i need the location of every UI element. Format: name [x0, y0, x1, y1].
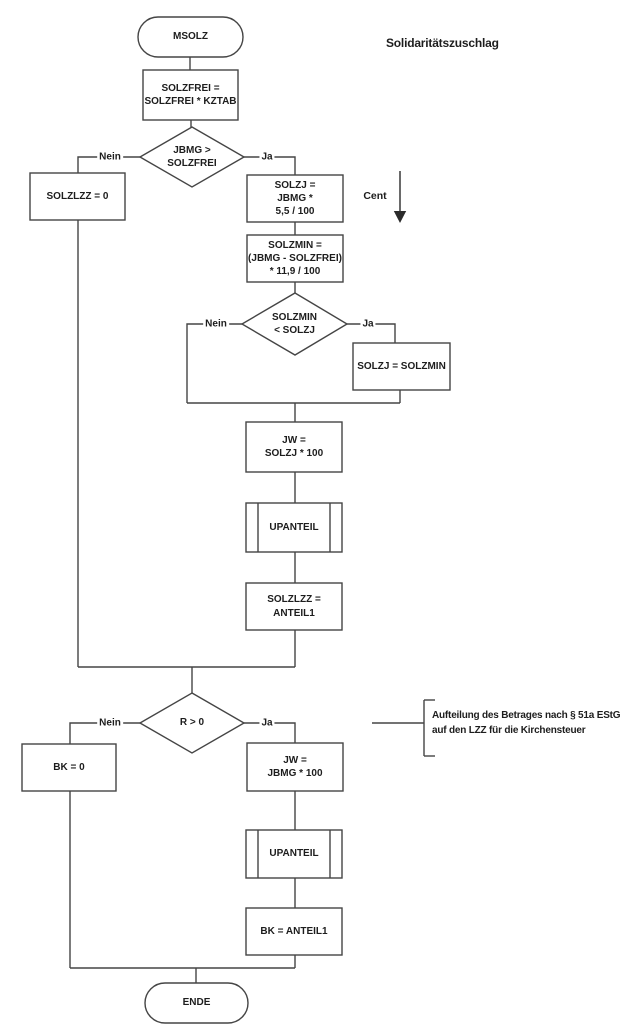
process-init-shape: [142, 69, 239, 121]
process-solzlzz-zero-shape: [29, 172, 126, 221]
decision-jbmg-shape: [138, 126, 246, 188]
subroutine-upanteil1-shape: [245, 502, 343, 553]
process-solzj-shape: [246, 174, 344, 223]
branch-label-ja: Ja: [360, 318, 376, 330]
process-solzj-min-shape: [352, 342, 451, 391]
start-terminator-shape: [137, 16, 244, 58]
cent-annotation: Cent: [363, 190, 387, 202]
process-jw-solzj-shape: [245, 421, 343, 473]
branch-label-nein: Nein: [203, 318, 229, 330]
end-terminator-shape: [144, 982, 249, 1024]
process-jw-jbmg-shape: [246, 742, 344, 792]
process-solzlzz-anteil-shape: [245, 582, 343, 631]
decision-r-shape: [138, 692, 246, 754]
down-arrow-icon: [393, 171, 407, 223]
branch-label-ja: Ja: [259, 151, 275, 163]
kirchensteuer-annotation: Aufteilung des Betrages nach § 51a EStG …: [432, 710, 621, 736]
decision-solzmin-shape: [240, 292, 349, 356]
branch-label-ja: Ja: [259, 717, 275, 729]
branch-label-nein: Nein: [97, 151, 123, 163]
process-bk-zero-shape: [21, 743, 117, 792]
branch-label-nein: Nein: [97, 717, 123, 729]
flowchart-connectors: [69, 57, 401, 983]
subroutine-upanteil2-shape: [245, 829, 343, 879]
kirchensteuer-bracket: [372, 699, 435, 757]
process-bk-anteil-shape: [245, 907, 343, 956]
page-title: Solidaritätszuschlag: [386, 36, 499, 50]
process-solzmin-shape: [246, 234, 344, 283]
